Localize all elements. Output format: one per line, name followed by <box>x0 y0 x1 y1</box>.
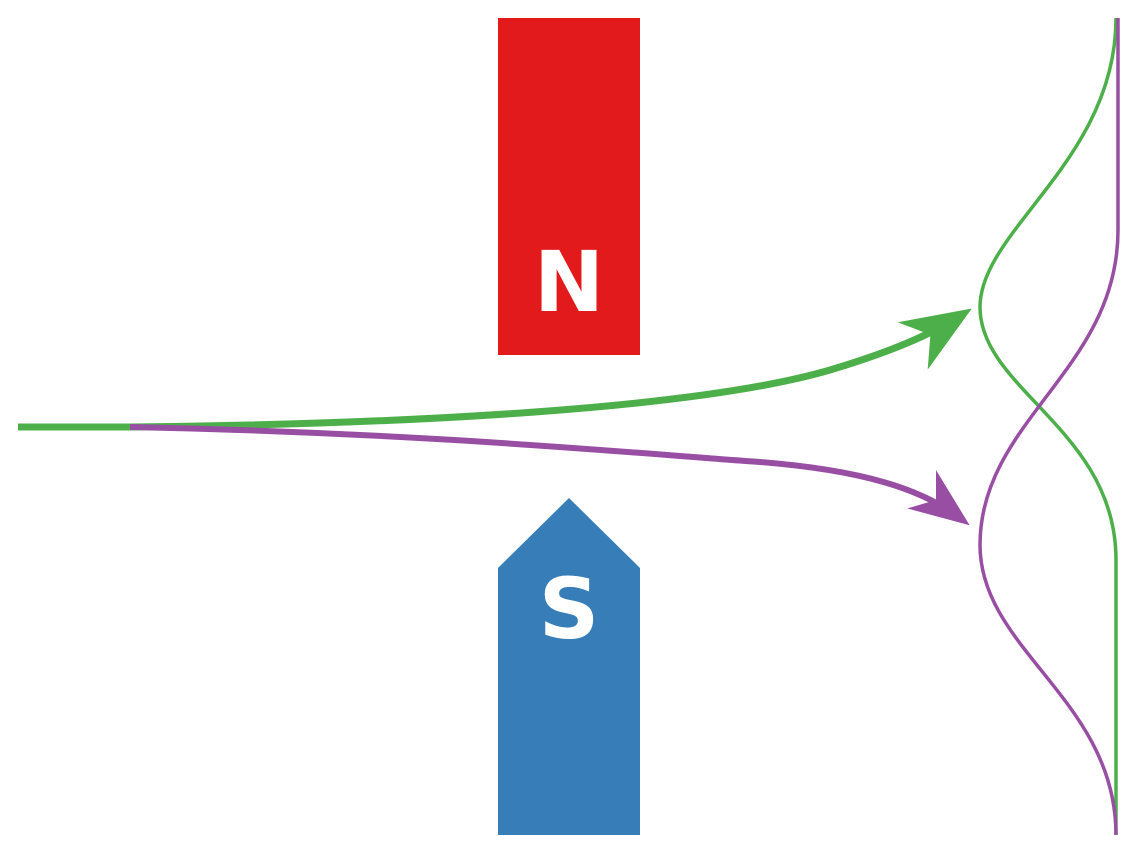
lower-beam-distribution-curve <box>978 18 1120 836</box>
south-magnet-body <box>498 498 640 835</box>
south-pole-label: S <box>539 560 600 658</box>
south-magnet: S <box>498 498 640 835</box>
north-magnet: N <box>498 18 640 355</box>
north-pole-label: N <box>534 233 604 331</box>
deflected-beam-lower-arrow <box>129 424 970 526</box>
deflected-beam-upper-arrow <box>18 308 972 431</box>
upper-beam-distribution-curve <box>978 17 1118 835</box>
north-magnet-body <box>498 18 640 355</box>
